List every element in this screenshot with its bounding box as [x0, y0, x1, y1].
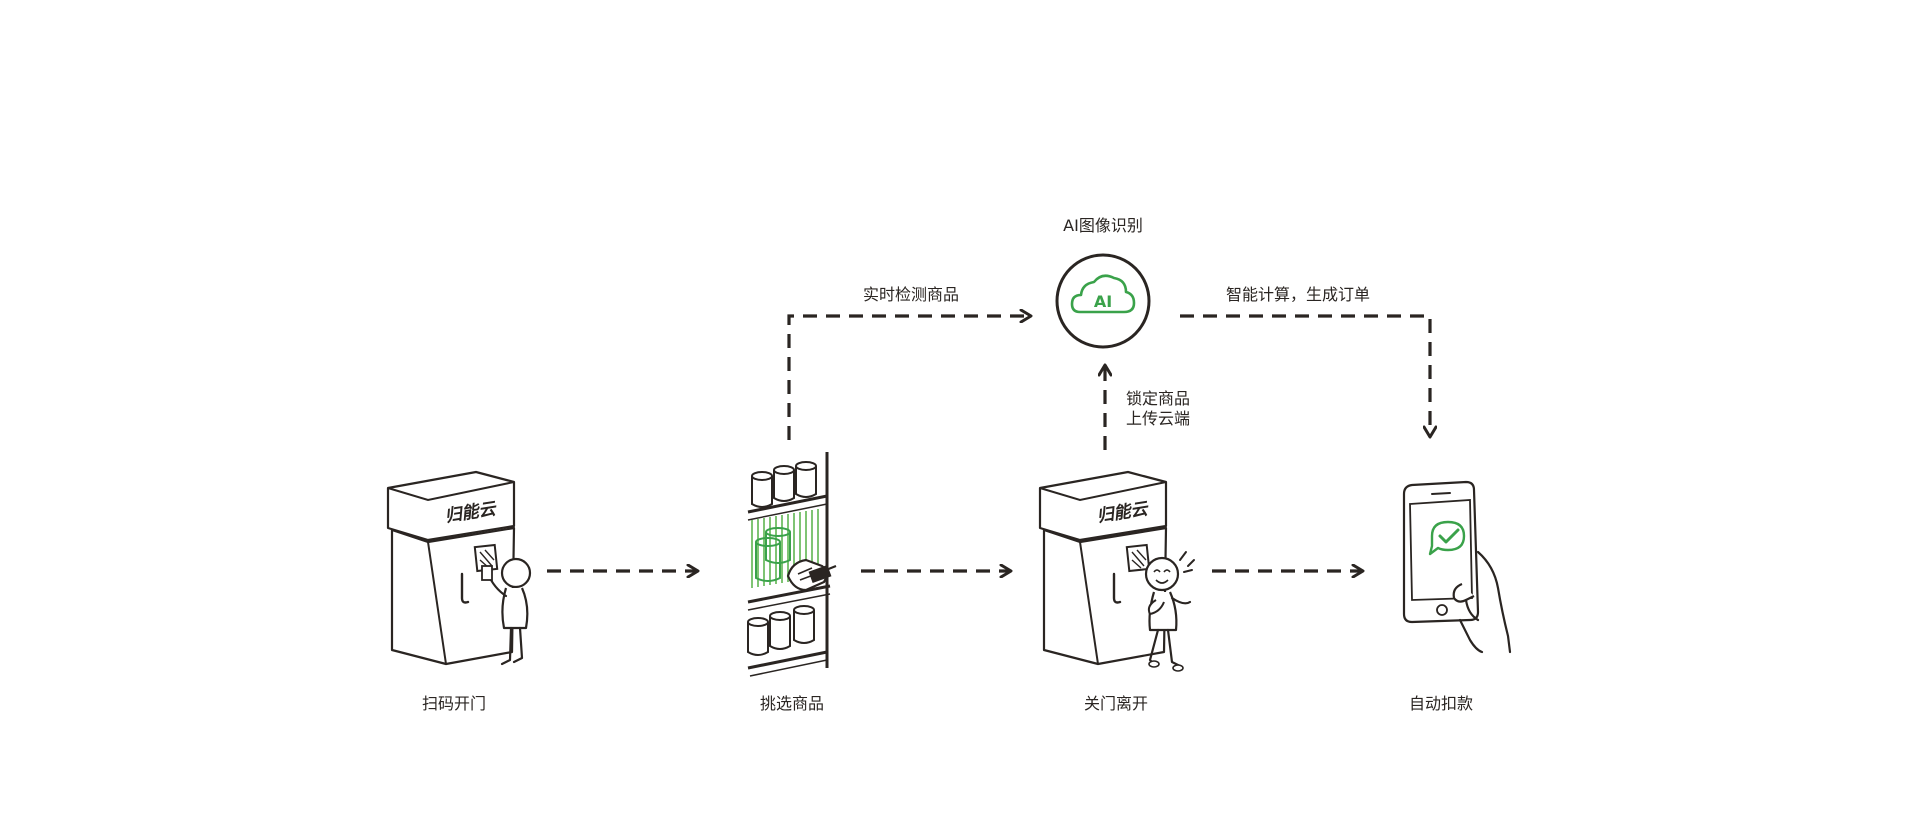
cabinet-scan-illustration: 归能云 [386, 470, 532, 666]
edge-label-calculate: 智能计算，生成订单 [1225, 285, 1371, 304]
cloud-ai-text: AI [1094, 292, 1112, 311]
arrow-detect-to-ai [787, 316, 1030, 440]
edge-label-detect: 实时检测商品 [862, 285, 960, 304]
ai-title: AI图像识别 [1063, 216, 1143, 235]
cloud-icon [1070, 274, 1136, 314]
phone-payment-illustration [1402, 480, 1512, 654]
ai-cloud-node: AI [1055, 253, 1151, 349]
shelf-picking-illustration [747, 452, 837, 677]
step-label-pay: 自动扣款 [1408, 694, 1474, 713]
step-label-leave: 关门离开 [1083, 694, 1149, 713]
step-label-scan: 扫码开门 [421, 694, 487, 713]
cabinet-leave-illustration: 归能云 [1038, 470, 1195, 672]
edge-label-upload: 锁定商品 上传云端 [1126, 389, 1190, 429]
arrow-ai-to-pay [1180, 314, 1430, 436]
edge-label-upload-line2: 上传云端 [1126, 409, 1191, 428]
step-label-pick: 挑选商品 [759, 694, 825, 713]
edge-label-upload-line1: 锁定商品 [1126, 389, 1191, 408]
